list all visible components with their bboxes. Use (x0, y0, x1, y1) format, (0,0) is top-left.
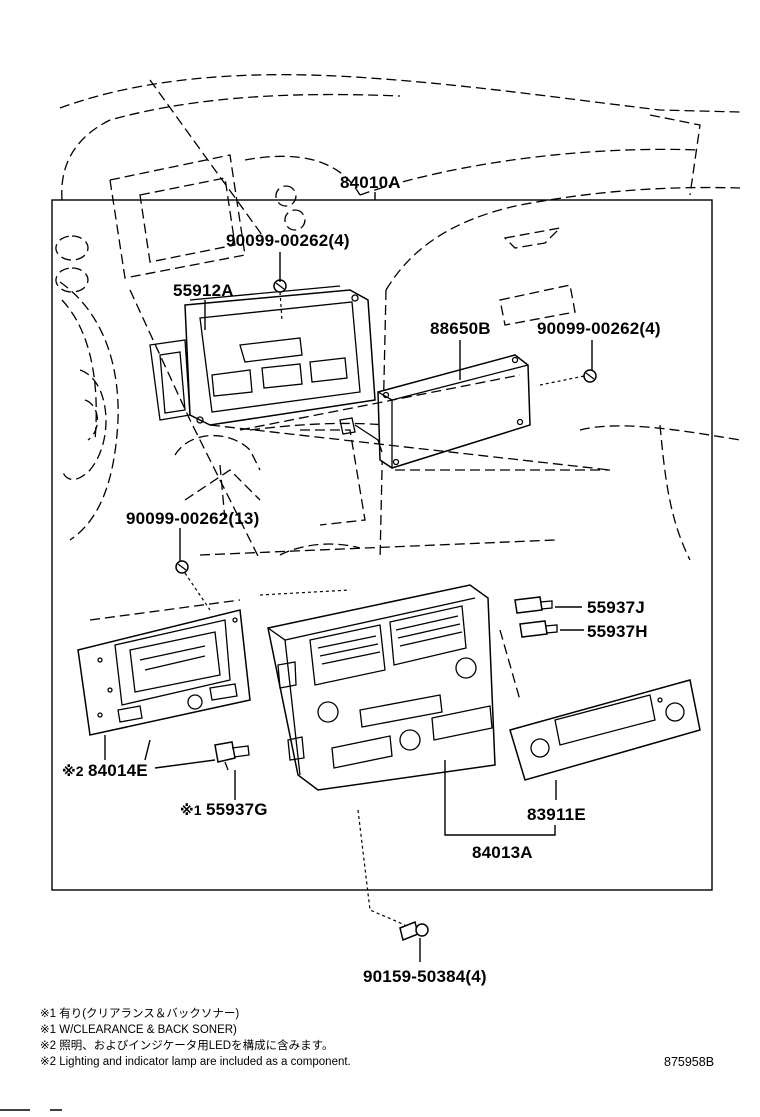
label-bolt: 90159-50384(4) (363, 967, 487, 986)
dashboard-outline (55, 74, 741, 561)
label-bulb-g-mark: ※1 (180, 802, 202, 818)
label-display: 84014E (88, 761, 148, 780)
label-screw-mid: 90099-00262(13) (126, 509, 259, 528)
label-screw-top: 90099-00262(4) (226, 231, 350, 250)
label-display-mark: ※2 (62, 763, 84, 779)
display-84014e (77, 599, 251, 736)
label-bulb-j: 55937J (587, 598, 645, 617)
bulb-55937h (519, 620, 558, 638)
screw-right (539, 369, 597, 386)
figure-code: 875958B (664, 1055, 714, 1069)
note-1-jp: ※1 有り(クリアランス＆バックソナー) (40, 1006, 239, 1020)
panel-83911e (509, 679, 701, 781)
screw-mid (175, 560, 211, 611)
leader-lines (104, 192, 593, 962)
bolt-90159 (357, 809, 429, 942)
label-bulb-g: 55937G (206, 800, 268, 819)
switch-84013a (267, 584, 496, 791)
label-ecu: 88650B (430, 319, 491, 338)
label-panel: 83911E (527, 805, 586, 824)
note-2-jp: ※2 照明、およびインジケータ用LEDを構成に含みます。 (40, 1038, 333, 1052)
label-assembly: 84010A (340, 173, 401, 192)
label-bracket: 55912A (173, 281, 234, 300)
bulb-55937g (214, 741, 250, 771)
projection-lines (199, 374, 611, 701)
assembly-frame (51, 199, 713, 891)
footnotes: ※1 有り(クリアランス＆バックソナー) ※1 W/CLEARANCE & BA… (40, 1006, 714, 1069)
note-2-en: ※2 Lighting and indicator lamp are inclu… (40, 1056, 351, 1068)
note-1-en: ※1 W/CLEARANCE & BACK SONER) (40, 1024, 237, 1036)
screw-top (273, 279, 287, 321)
bulb-55937j (514, 596, 553, 614)
label-screw-right: 90099-00262(4) (537, 319, 661, 338)
bracket-55912a (149, 285, 376, 426)
label-bulb-h: 55937H (587, 622, 648, 641)
part-labels: 84010A 90099-00262(4) 55912A 88650B 9009… (62, 173, 661, 986)
ecu-88650b (339, 354, 531, 469)
label-switch: 84013A (472, 843, 533, 862)
